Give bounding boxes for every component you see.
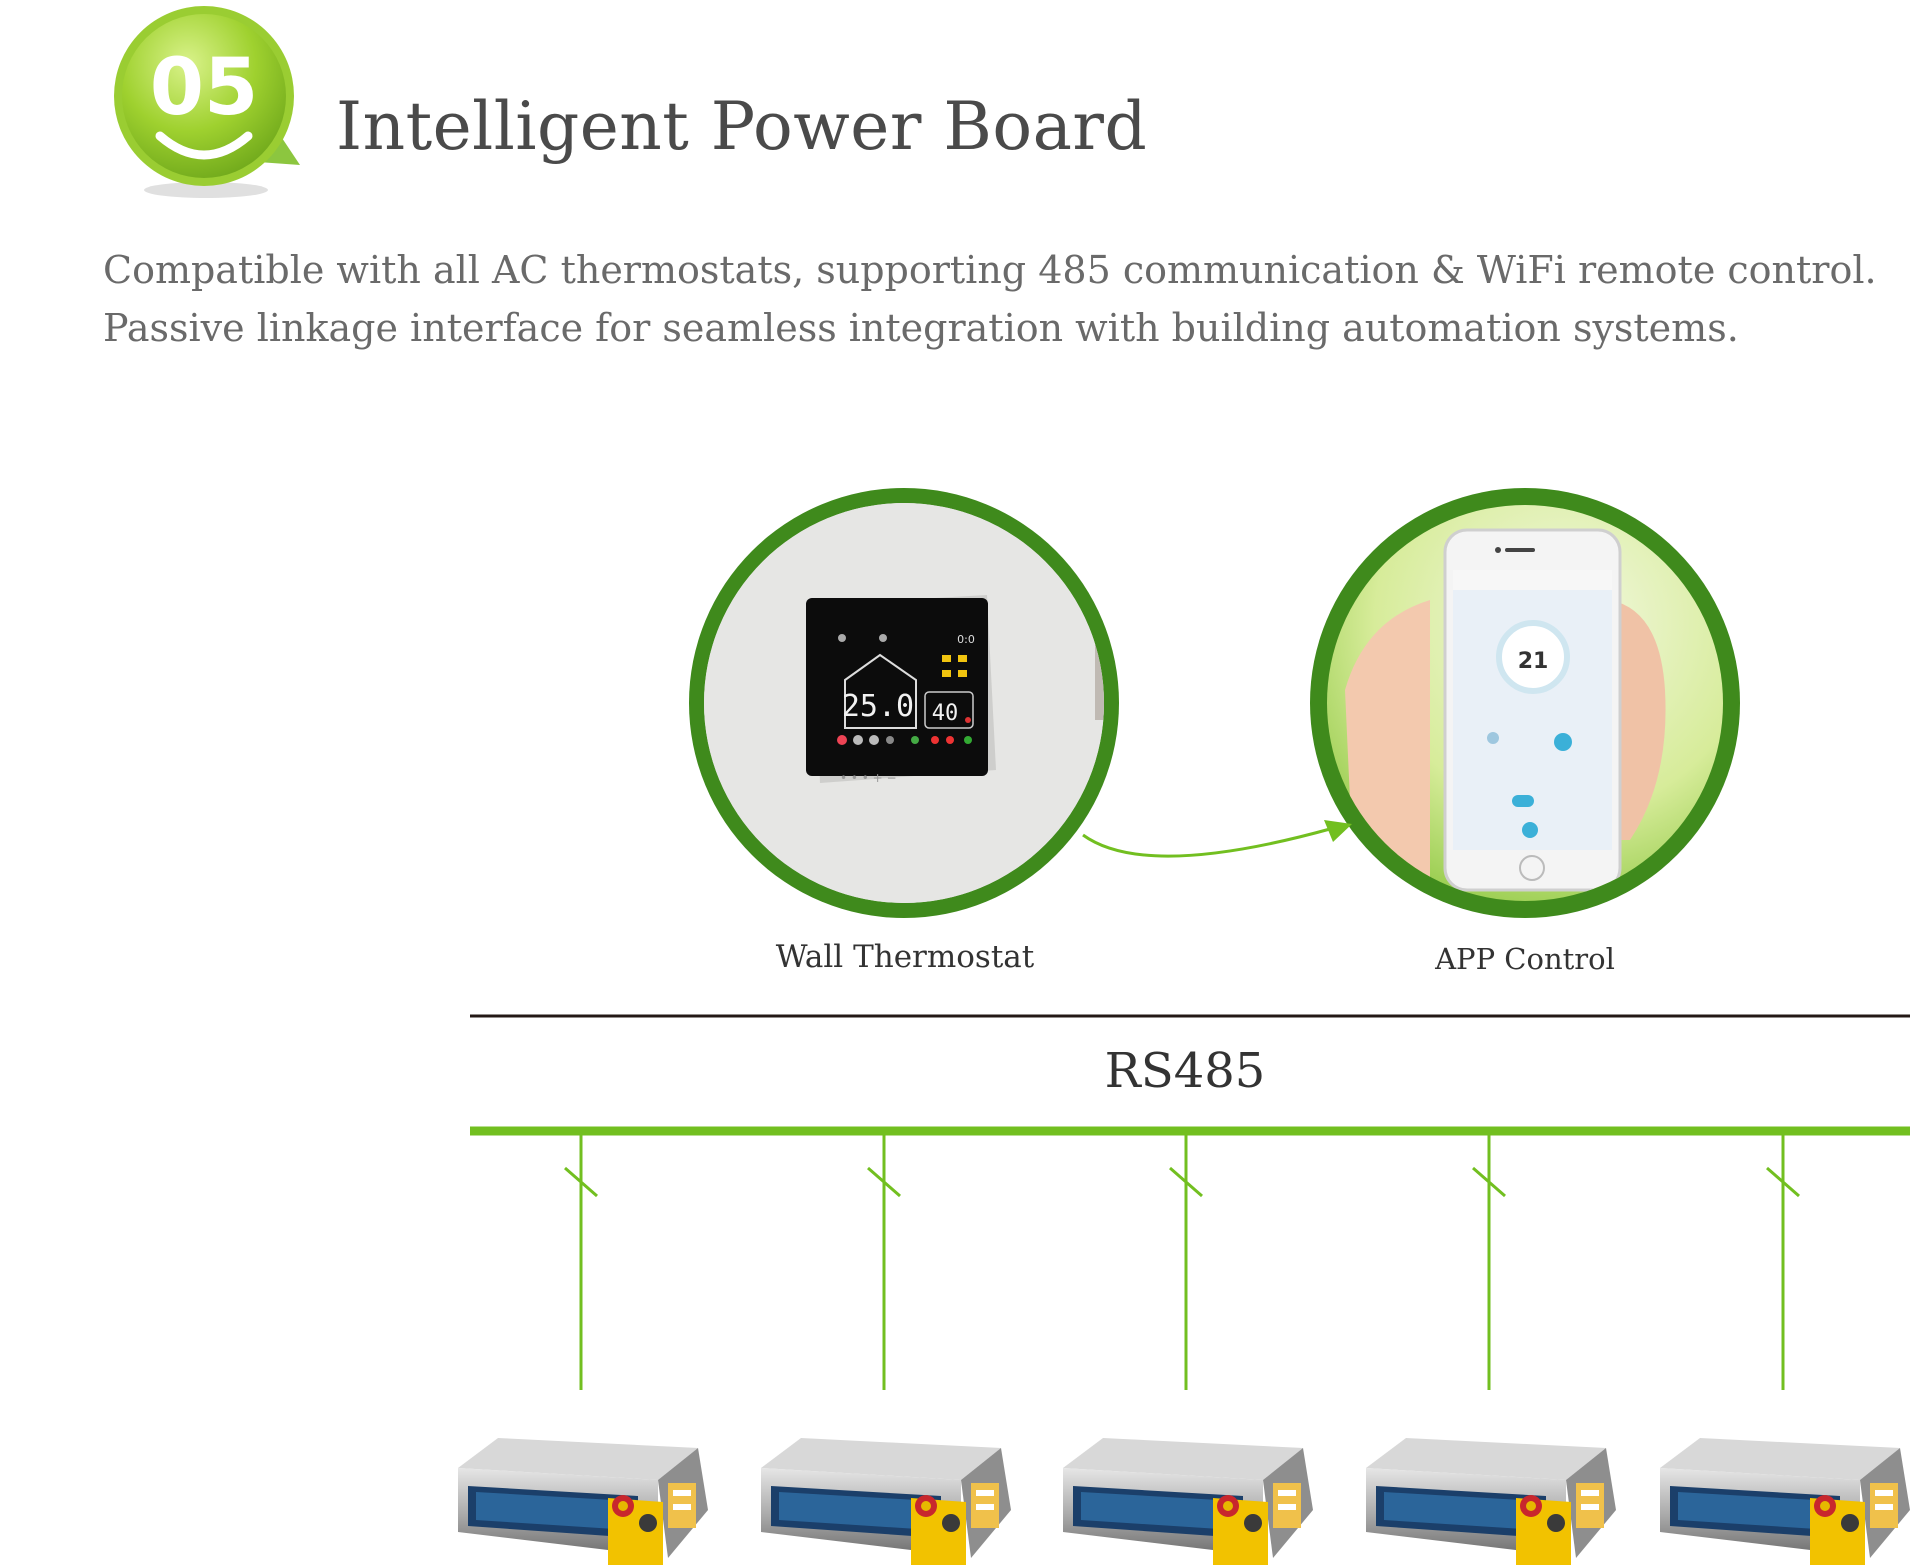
description-line-2: Passive linkage interface for seamless i… <box>103 306 1739 350</box>
badge-number: 05 <box>150 43 259 133</box>
thermostat-temperature: 25.0 <box>842 689 914 724</box>
smile-icon <box>155 131 253 160</box>
thermostat-humidity: 40 <box>932 701 959 726</box>
svg-text:• • • + −: • • • + − <box>840 771 897 785</box>
link-arrow <box>1082 827 1331 858</box>
bus-drops <box>564 1131 1800 1390</box>
svg-text:0:0: 0:0 <box>957 633 975 646</box>
fan-coil-unit-icon <box>1063 1438 1313 1565</box>
fan-coil-units <box>458 1438 1910 1565</box>
app-temperature: 21 <box>1518 649 1549 674</box>
fan-coil-unit-icon <box>1660 1438 1910 1565</box>
wall-thermostat-label: Wall Thermostat <box>775 939 1035 975</box>
fan-coil-unit-icon <box>458 1438 708 1565</box>
number-badge: 05 <box>114 6 300 198</box>
app-control-node: 21 <box>1310 488 1740 918</box>
smartphone-icon: 21 <box>1443 528 1622 892</box>
app-control-label: APP Control <box>1435 942 1615 976</box>
thermostat-icon: 0:0 25.0 40 • • • + − <box>806 595 996 785</box>
arrowhead-icon <box>1324 820 1352 842</box>
description-line-1: Compatible with all AC thermostats, supp… <box>103 248 1877 292</box>
rs485-label: RS485 <box>1104 1043 1266 1099</box>
page-title: Intelligent Power Board <box>336 88 1148 165</box>
fan-coil-unit-icon <box>1366 1438 1616 1565</box>
wall-thermostat-node: 0:0 25.0 40 • • • + − <box>689 488 1119 918</box>
fan-coil-unit-icon <box>761 1438 1011 1565</box>
